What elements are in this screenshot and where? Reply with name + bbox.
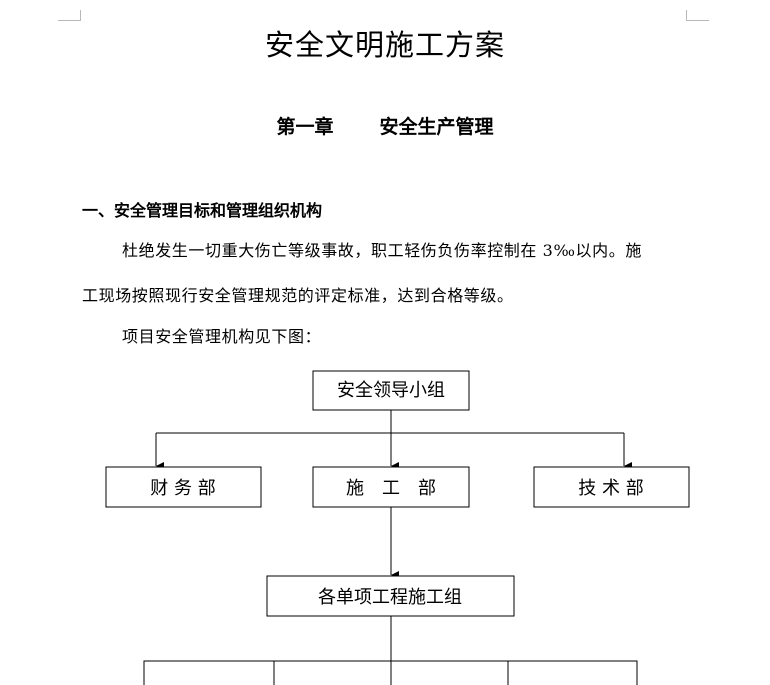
chapter-title: 安全生产管理 xyxy=(379,116,494,138)
org-box-leadership xyxy=(312,370,470,411)
chapter-heading: 第一章 安全生产管理 xyxy=(0,112,770,139)
org-box-subgroup xyxy=(390,660,509,685)
page-corner-mark-top-right xyxy=(686,10,709,21)
org-label-finance: 财 务 部 xyxy=(150,478,215,499)
org-label-technical: 技 术 部 xyxy=(578,478,643,499)
section-heading: 一、安全管理目标和管理组织机构 xyxy=(82,201,323,220)
org-box-finance xyxy=(105,466,262,508)
org-label-construction: 施 工 部 xyxy=(346,478,436,499)
org-box-subgroup xyxy=(507,660,638,685)
org-box-subgroup xyxy=(273,660,392,685)
paragraph-line: 项目安全管理机构见下图： xyxy=(122,327,322,346)
org-box-technical xyxy=(533,466,690,508)
org-box-subgroup xyxy=(143,660,275,685)
org-label-leadership: 安全领导小组 xyxy=(337,380,445,401)
org-label-work-groups: 各单项工程施工组 xyxy=(318,587,462,608)
paragraph-line: 杜绝发生一切重大伤亡等级事故，职工轻伤负伤率控制在 3‰以内。施 xyxy=(122,241,642,260)
page-corner-mark-top-left xyxy=(58,10,81,21)
org-box-work-groups xyxy=(266,575,515,617)
chapter-number: 第一章 xyxy=(276,116,334,138)
paragraph-line: 工现场按照现行安全管理规范的评定标准，达到合格等级。 xyxy=(82,286,514,305)
document-title: 安全文明施工方案 xyxy=(264,28,505,62)
org-box-construction xyxy=(312,466,470,508)
